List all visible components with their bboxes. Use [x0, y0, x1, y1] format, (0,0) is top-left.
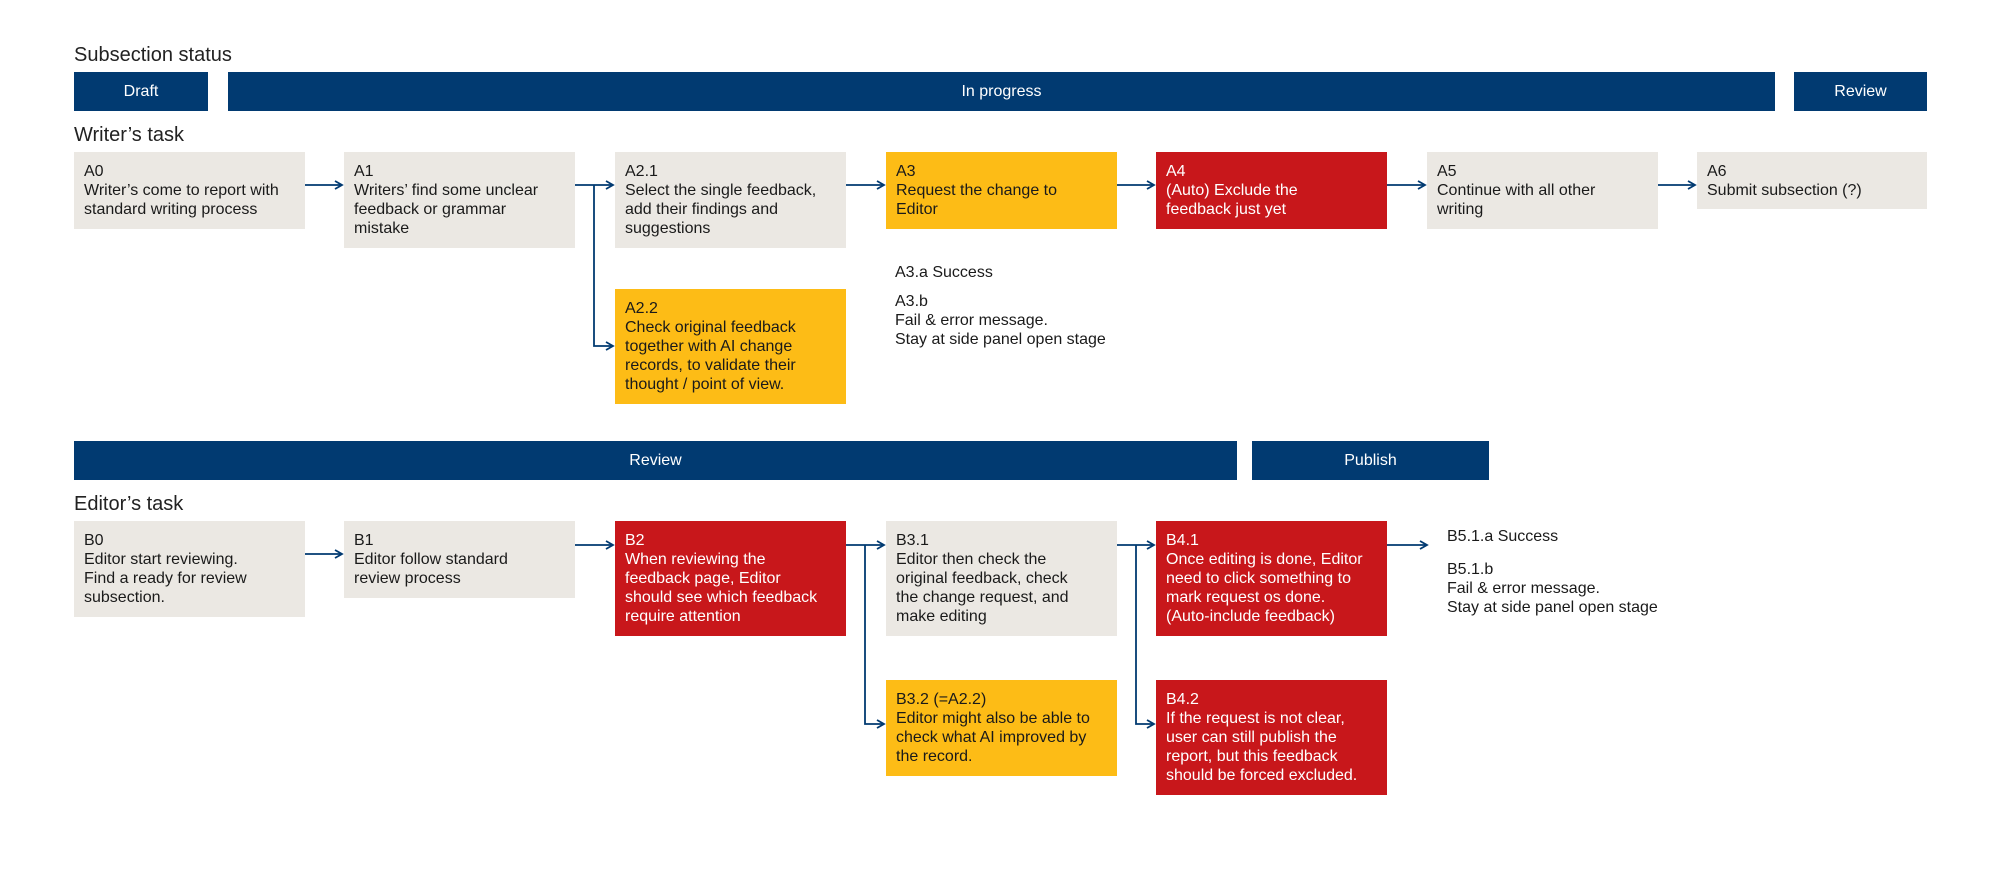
step-text: Writers’ find some unclear feedback or g… [354, 182, 539, 237]
step-text: Check original feedback together with AI… [625, 319, 796, 393]
step-a4: A4 (Auto) Exclude the feedback just yet [1156, 152, 1387, 229]
step-b3-2: B3.2 (=A2.2) Editor might also be able t… [886, 680, 1117, 776]
editors-task-title: Editor’s task [74, 493, 184, 515]
note-text: Fail & error message. Stay at side panel… [895, 312, 1106, 348]
note-title: B5.1.b [1447, 561, 1494, 578]
stage-in-progress: In progress [228, 72, 1775, 111]
note-title: A3.a Success [895, 264, 993, 281]
note-title: A3.b [895, 293, 928, 310]
note-b5-1a: B5.1.a Success [1447, 527, 1558, 546]
stage-draft: Draft [74, 72, 208, 111]
stage-review-editor: Review [74, 441, 1237, 480]
step-text: Writer’s come to report with standard wr… [84, 182, 279, 218]
step-b4-1: B4.1 Once editing is done, Editor need t… [1156, 521, 1387, 636]
step-text: Submit subsection (?) [1707, 182, 1862, 199]
step-b4-2: B4.2 If the request is not clear, user c… [1156, 680, 1387, 795]
step-code: A2.2 [625, 300, 658, 317]
step-text: Editor follow standard review process [354, 551, 508, 587]
step-code: B4.2 [1166, 691, 1199, 708]
note-title: B5.1.a Success [1447, 528, 1559, 545]
step-text: Editor then check the original feedback,… [896, 551, 1069, 625]
step-code: A5 [1437, 163, 1457, 180]
stage-publish: Publish [1252, 441, 1489, 480]
subsection-status-title: Subsection status [74, 44, 232, 66]
step-code: A4 [1166, 163, 1186, 180]
arrow-b2-b3-2 [864, 545, 886, 729]
step-code: A6 [1707, 163, 1727, 180]
arrow-b3-1-b4-2 [1135, 545, 1156, 729]
step-a3: A3 Request the change to Editor [886, 152, 1117, 229]
step-code: A1 [354, 163, 374, 180]
note-text: Fail & error message. Stay at side panel… [1447, 580, 1658, 616]
step-b0: B0 Editor start reviewing. Find a ready … [74, 521, 305, 617]
step-code: B3.1 [896, 532, 929, 549]
step-b2: B2 When reviewing the feedback page, Edi… [615, 521, 846, 636]
step-a2-1: A2.1 Select the single feedback, add the… [615, 152, 846, 248]
step-code: A0 [84, 163, 104, 180]
step-code: A3 [896, 163, 916, 180]
step-text: Editor start reviewing. Find a ready for… [84, 551, 247, 606]
step-code: B0 [84, 532, 104, 549]
step-text: Select the single feedback, add their fi… [625, 182, 817, 237]
step-code: B2 [625, 532, 645, 549]
step-code: A2.1 [625, 163, 658, 180]
step-b1: B1 Editor follow standard review process [344, 521, 575, 598]
note-a3b: A3.b Fail & error message. Stay at side … [895, 292, 1106, 349]
step-a6: A6 Submit subsection (?) [1697, 152, 1927, 209]
step-a0: A0 Writer’s come to report with standard… [74, 152, 305, 229]
step-text: Editor might also be able to check what … [896, 710, 1090, 765]
note-b5-1b: B5.1.b Fail & error message. Stay at sid… [1447, 560, 1658, 617]
step-text: Once editing is done, Editor need to cli… [1166, 551, 1363, 625]
writers-task-title: Writer’s task [74, 124, 185, 146]
step-code: B3.2 (=A2.2) [896, 691, 987, 708]
step-a5: A5 Continue with all other writing [1427, 152, 1658, 229]
step-text: Continue with all other writing [1437, 182, 1596, 218]
step-a2-2: A2.2 Check original feedback together wi… [615, 289, 846, 404]
step-text: When reviewing the feedback page, Editor… [625, 551, 818, 625]
arrow-a1-a2-2 [593, 185, 615, 351]
note-a3a: A3.a Success [895, 263, 993, 282]
step-text: (Auto) Exclude the feedback just yet [1166, 182, 1298, 218]
step-text: If the request is not clear, user can st… [1166, 710, 1358, 784]
step-code: B4.1 [1166, 532, 1199, 549]
stage-review: Review [1794, 72, 1927, 111]
step-b3-1: B3.1 Editor then check the original feed… [886, 521, 1117, 636]
step-a1: A1 Writers’ find some unclear feedback o… [344, 152, 575, 248]
step-text: Request the change to Editor [896, 182, 1058, 218]
step-code: B1 [354, 532, 374, 549]
